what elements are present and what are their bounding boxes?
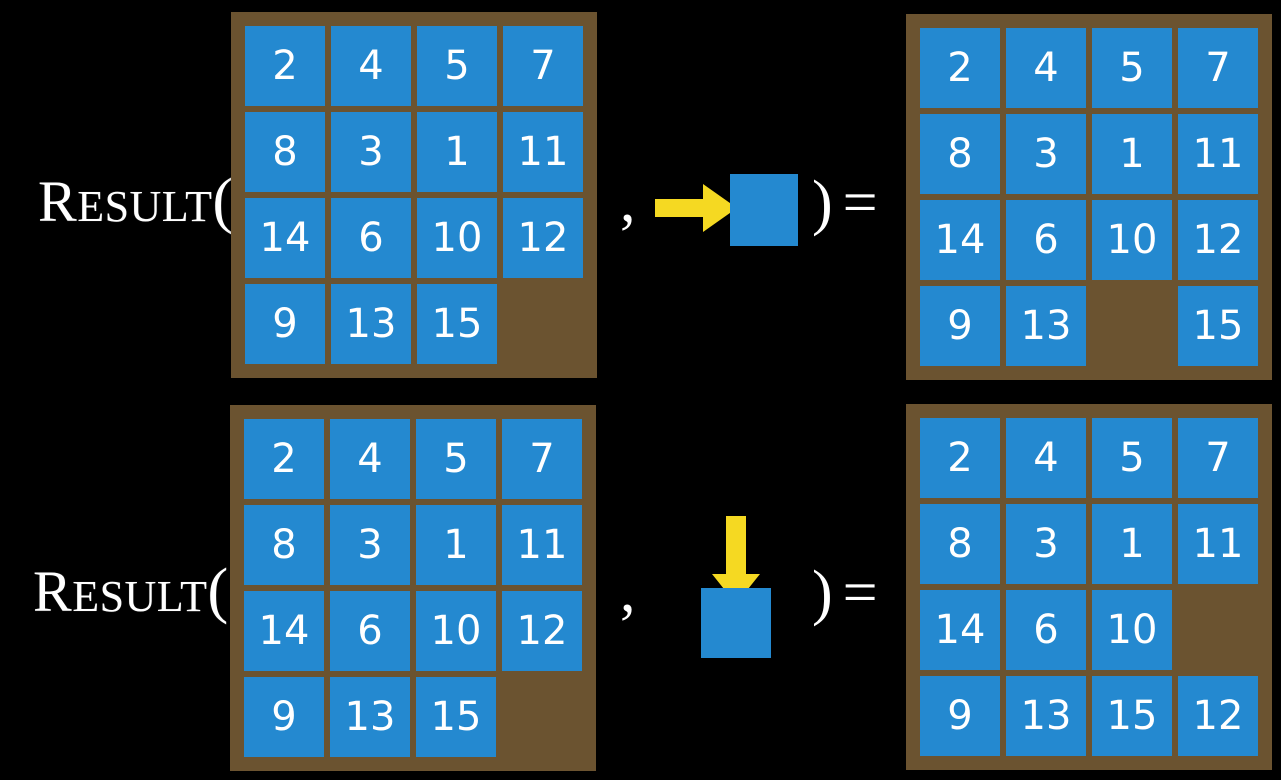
tile[interactable]: 14 (244, 591, 324, 671)
tile[interactable]: 15 (1178, 286, 1258, 366)
action-tile-row2 (701, 588, 771, 658)
tile[interactable]: 2 (244, 419, 324, 499)
tile[interactable]: 12 (503, 198, 583, 278)
tile[interactable]: 1 (1092, 504, 1172, 584)
equals-sign-row1: = (842, 169, 878, 237)
arrow-down-icon (712, 516, 760, 604)
tile[interactable]: 2 (245, 26, 325, 106)
close-paren-row1: ) (812, 169, 833, 237)
tile[interactable]: 3 (330, 505, 410, 585)
result-label-rest-row2: ESULT (72, 572, 208, 621)
tile[interactable]: 7 (503, 26, 583, 106)
tile[interactable]: 7 (1178, 28, 1258, 108)
tile[interactable]: 9 (920, 676, 1000, 756)
tile[interactable]: 2 (920, 418, 1000, 498)
tile[interactable]: 9 (244, 677, 324, 757)
tile[interactable]: 8 (920, 504, 1000, 584)
tile[interactable]: 8 (244, 505, 324, 585)
open-paren-row1: ( (212, 167, 234, 235)
blank-tile (503, 284, 583, 364)
tile[interactable]: 4 (1006, 418, 1086, 498)
tile[interactable]: 15 (1092, 676, 1172, 756)
tile[interactable]: 8 (920, 114, 1000, 194)
tile[interactable]: 14 (920, 200, 1000, 280)
tile[interactable]: 4 (330, 419, 410, 499)
result-label-initial-row1: R (38, 169, 78, 234)
tile[interactable]: 11 (503, 112, 583, 192)
tile[interactable]: 7 (502, 419, 582, 499)
action-tile-row1 (730, 174, 798, 246)
tile[interactable]: 1 (1092, 114, 1172, 194)
tile[interactable]: 1 (417, 112, 497, 192)
tile[interactable]: 10 (416, 591, 496, 671)
tile[interactable]: 1 (416, 505, 496, 585)
blank-tile (1092, 286, 1172, 366)
blank-tile (1178, 590, 1258, 670)
tile[interactable]: 3 (1006, 114, 1086, 194)
tile[interactable]: 11 (1178, 504, 1258, 584)
tile[interactable]: 3 (1006, 504, 1086, 584)
tile[interactable]: 5 (417, 26, 497, 106)
tile[interactable]: 9 (245, 284, 325, 364)
tile[interactable]: 10 (1092, 590, 1172, 670)
tile[interactable]: 6 (330, 591, 410, 671)
tile[interactable]: 11 (1178, 114, 1258, 194)
tile[interactable]: 15 (417, 284, 497, 364)
output-board-row1[interactable]: 2 4 5 7 8 3 1 11 14 6 10 12 9 13 15 (906, 14, 1272, 380)
tile[interactable]: 4 (1006, 28, 1086, 108)
tile[interactable]: 3 (331, 112, 411, 192)
result-label-initial-row2: R (33, 559, 73, 624)
tile[interactable]: 13 (331, 284, 411, 364)
tile[interactable]: 6 (1006, 200, 1086, 280)
tile[interactable]: 12 (502, 591, 582, 671)
result-label-rest-row1: ESULT (77, 182, 213, 231)
open-paren-row2: ( (207, 557, 229, 625)
comma-separator-row1: , (620, 167, 636, 235)
tile[interactable]: 8 (245, 112, 325, 192)
output-board-row2[interactable]: 2 4 5 7 8 3 1 11 14 6 10 9 13 15 12 (906, 404, 1272, 770)
tile[interactable]: 14 (245, 198, 325, 278)
arrow-right-icon (655, 184, 737, 232)
tile[interactable]: 13 (330, 677, 410, 757)
tile[interactable]: 15 (416, 677, 496, 757)
tile[interactable]: 12 (1178, 676, 1258, 756)
blank-tile (502, 677, 582, 757)
tile[interactable]: 5 (1092, 28, 1172, 108)
tile[interactable]: 10 (417, 198, 497, 278)
tile[interactable]: 2 (920, 28, 1000, 108)
tile[interactable]: 10 (1092, 200, 1172, 280)
close-paren-equals-row1: )= (812, 172, 878, 234)
tile[interactable]: 4 (331, 26, 411, 106)
tile[interactable]: 13 (1006, 286, 1086, 366)
tile[interactable]: 5 (1092, 418, 1172, 498)
tile[interactable]: 13 (1006, 676, 1086, 756)
input-board-row2[interactable]: 2 4 5 7 8 3 1 11 14 6 10 12 9 13 15 (230, 405, 596, 771)
tile[interactable]: 11 (502, 505, 582, 585)
tile[interactable]: 6 (1006, 590, 1086, 670)
tile[interactable]: 9 (920, 286, 1000, 366)
tile[interactable]: 14 (920, 590, 1000, 670)
result-label-row2: RESULT( (33, 560, 229, 622)
equals-sign-row2: = (842, 559, 878, 627)
tile[interactable]: 12 (1178, 200, 1258, 280)
input-board-row1[interactable]: 2 4 5 7 8 3 1 11 14 6 10 12 9 13 15 (231, 12, 597, 378)
close-paren-row2: ) (812, 559, 833, 627)
tile[interactable]: 5 (416, 419, 496, 499)
tile[interactable]: 6 (331, 198, 411, 278)
comma-separator-row2: , (620, 557, 636, 625)
result-label-row1: RESULT( (38, 170, 234, 232)
tile[interactable]: 7 (1178, 418, 1258, 498)
close-paren-equals-row2: )= (812, 562, 878, 624)
